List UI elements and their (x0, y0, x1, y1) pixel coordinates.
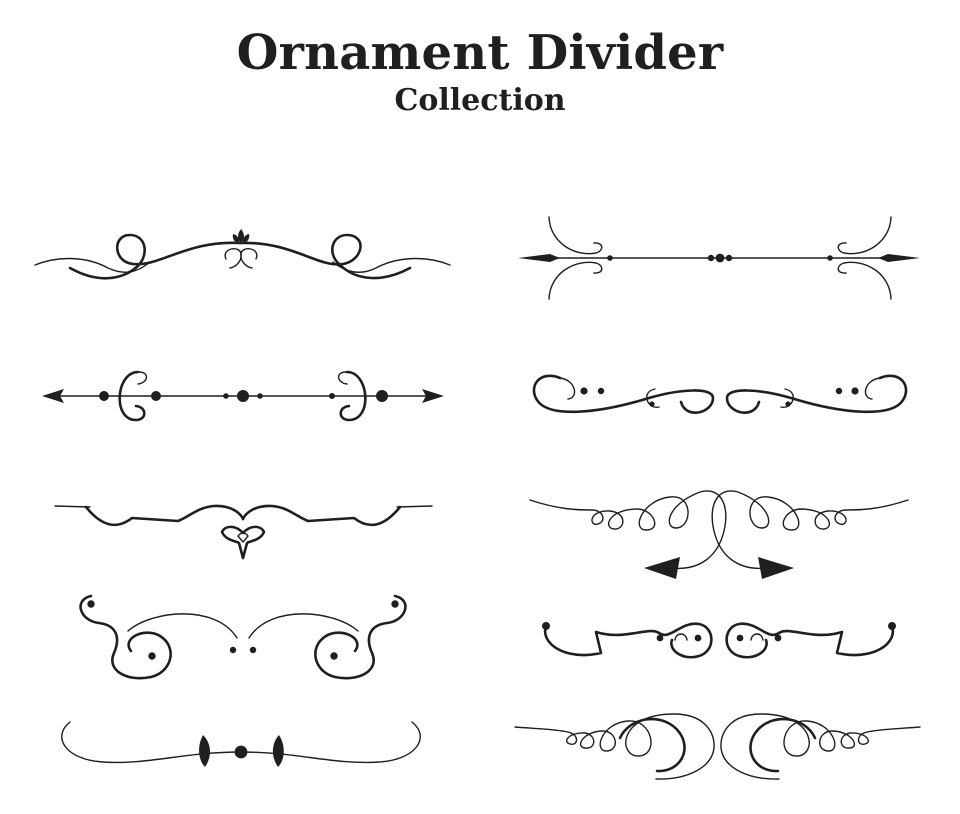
divider-10 (514, 713, 921, 780)
divider-6 (529, 490, 909, 579)
page-header: Ornament Divider Collection (0, 24, 960, 118)
page-subtitle: Collection (394, 83, 566, 118)
divider-8 (542, 622, 896, 659)
divider-5 (54, 504, 433, 560)
divider-3 (42, 370, 444, 422)
divider-4 (532, 374, 908, 414)
page-title: Ornament Divider (236, 25, 724, 81)
divider-7 (79, 594, 407, 680)
divider-2 (518, 216, 920, 300)
divider-1 (34, 229, 451, 280)
divider-9 (61, 721, 421, 767)
